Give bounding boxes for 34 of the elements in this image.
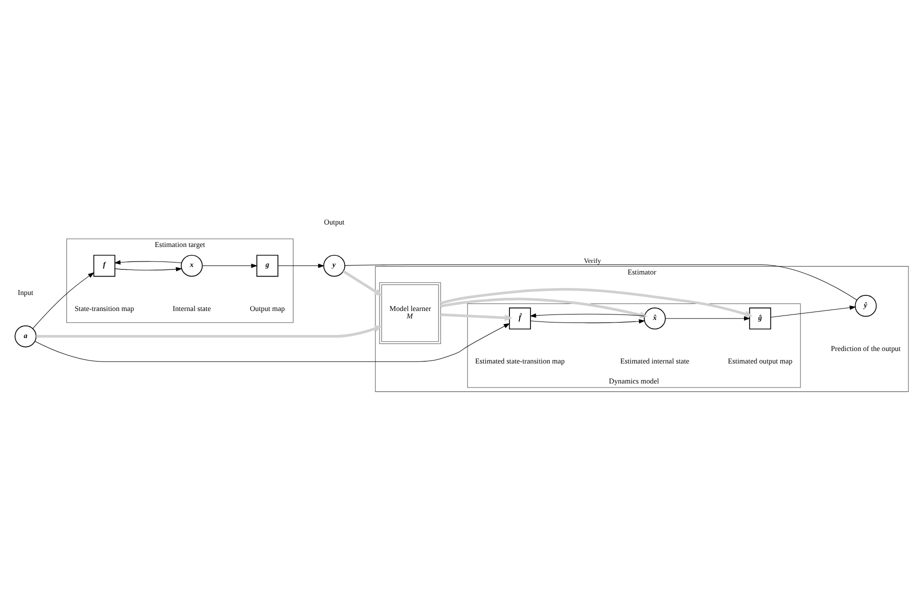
node-box: f̂ — [508, 307, 530, 329]
node-label: State-transition map — [74, 303, 134, 312]
arrow — [530, 318, 645, 324]
node-box: ĝ — [748, 307, 771, 329]
arrow — [770, 304, 856, 318]
arrow — [277, 263, 324, 268]
node-label: Output map — [249, 303, 284, 312]
node-label: Estimated output map — [727, 356, 792, 366]
arrow — [202, 263, 257, 268]
arrow — [36, 324, 382, 338]
arrow — [529, 312, 644, 318]
node-label: Internal state — [172, 303, 210, 312]
arrow — [664, 316, 750, 320]
arrow — [440, 288, 752, 317]
node-box: g — [256, 254, 278, 276]
node-label: Input — [17, 288, 33, 297]
node-label: Estimated state-transition map — [474, 356, 564, 366]
arrow — [34, 322, 510, 362]
node-circle: y — [322, 254, 345, 276]
arrow — [440, 312, 512, 321]
node-box: f — [92, 254, 115, 276]
node-label: Output — [324, 217, 344, 226]
arrow — [342, 270, 382, 296]
arrow — [114, 260, 182, 264]
arrow — [114, 266, 182, 271]
node-label: Prediction of the output — [830, 343, 900, 352]
arrow — [440, 297, 648, 318]
node-circle: x — [180, 254, 202, 276]
node-circle: x̂ — [643, 307, 666, 329]
connector — [344, 264, 857, 300]
node-circle: ŷ — [854, 294, 876, 316]
node-label: Estimated internal state — [620, 356, 689, 366]
node-circle: a — [14, 324, 36, 347]
arrow — [32, 272, 94, 328]
